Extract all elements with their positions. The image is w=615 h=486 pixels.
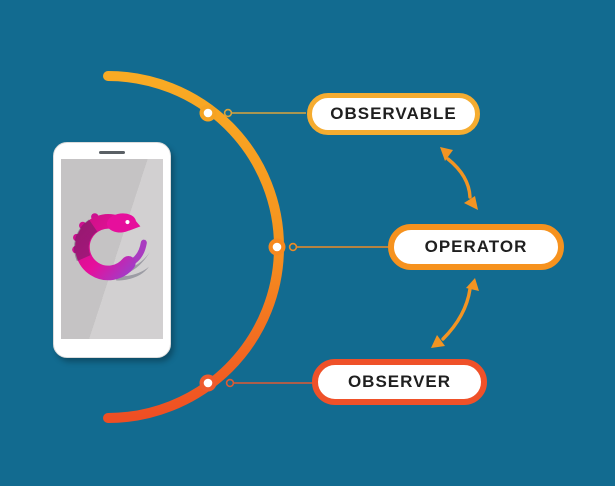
rxjs-logo-icon [72,213,150,281]
logo-body [75,214,136,281]
observable-label: OBSERVABLE [330,104,457,123]
observer-pill: OBSERVER [312,359,487,405]
phone-speaker [99,151,125,154]
operator-label: OPERATOR [424,237,528,256]
logo-eye [125,219,130,225]
arc-node-operator-core [272,242,282,252]
observer-label: OBSERVER [347,372,452,391]
connector-dot-observable [223,108,233,118]
arc-node-observable-core [203,108,213,118]
arrow-observable-operator-icon [440,147,478,210]
connector-dot-operator [288,242,298,252]
logo-shading [74,219,98,262]
arrow-operator-observer-icon [431,278,479,348]
operator-pill: OPERATOR [388,224,564,270]
smartphone [53,142,171,358]
arc-node-observer-core [203,378,213,388]
logo-head [106,213,141,233]
connector-dot-observer [225,378,235,388]
observable-pill: OBSERVABLE [307,93,480,135]
phone-screen [61,159,163,339]
